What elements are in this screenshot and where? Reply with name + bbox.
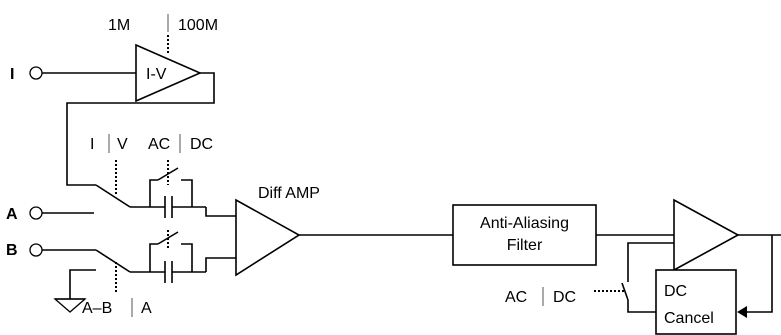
bypass-lower-left <box>149 243 158 272</box>
input-i-terminal <box>29 66 43 80</box>
bypass-switch-upper <box>157 167 179 181</box>
bypass-upper-left <box>149 179 158 207</box>
ground-triangle <box>53 298 87 313</box>
diff-amp: Diff AMP <box>235 185 320 277</box>
wire-upper-to-diff-amp <box>205 207 236 217</box>
input-b: B <box>6 242 43 259</box>
input-select-v: V <box>117 136 128 153</box>
iv-amplifier-triangle <box>135 43 202 103</box>
dc-cancel: DC Cancel <box>655 269 737 335</box>
switch-mode-select <box>95 249 131 273</box>
filter-label-line2: Filter <box>507 237 543 254</box>
wire-output-feedback <box>746 235 773 313</box>
input-i: I <box>10 66 43 83</box>
input-select: I V <box>90 134 128 194</box>
coupling-upper <box>130 167 206 218</box>
coupling-select: AC DC <box>148 134 213 250</box>
input-select-i: I <box>90 136 94 153</box>
input-b-terminal <box>29 243 43 257</box>
iv-label: I-V <box>146 66 167 83</box>
coupling-lower <box>130 231 206 283</box>
output-amp <box>673 198 740 272</box>
input-a: A <box>6 206 43 223</box>
input-i-label: I <box>10 66 14 83</box>
bypass-upper-right <box>181 179 193 207</box>
mode-select-a-minus-b: A–B <box>82 300 112 317</box>
wire-to-ground <box>69 269 96 299</box>
dc-cancel-label-line1: DC <box>664 283 687 300</box>
iv-converter: I-V <box>135 43 202 103</box>
wire-dc-cancel-out <box>627 300 656 313</box>
gain-select: 1M 100M <box>108 14 218 53</box>
gain-high-label: 100M <box>178 17 218 34</box>
output-amp-triangle <box>673 198 740 272</box>
dc-cancel-select-dc: DC <box>553 289 576 306</box>
filter-label-line1: Anti-Aliasing <box>480 215 569 232</box>
diff-amp-triangle <box>235 198 301 277</box>
wire-iv-to-switch <box>66 72 215 186</box>
feedback-arrow-icon <box>737 306 747 318</box>
bypass-lower-right <box>181 243 193 272</box>
dc-cancel-box <box>655 269 737 335</box>
dc-cancel-switch <box>621 282 629 301</box>
ground-icon <box>53 269 96 313</box>
mode-select: A–B A <box>82 262 152 317</box>
dc-cancel-label-line2: Cancel <box>664 310 714 327</box>
coupling-dc: DC <box>190 136 213 153</box>
bypass-switch-lower <box>157 231 179 245</box>
input-a-label: A <box>6 206 18 223</box>
input-b-label: B <box>6 242 18 259</box>
filter-box <box>452 204 597 266</box>
switch-input-select-upper <box>95 184 131 208</box>
dc-cancel-select: AC DC <box>505 287 624 306</box>
dc-cancel-select-ac: AC <box>505 289 527 306</box>
mode-select-a: A <box>141 300 152 317</box>
diff-amp-label: Diff AMP <box>258 185 320 202</box>
input-a-terminal <box>29 206 43 220</box>
wire-lower-to-diff-amp <box>205 257 236 272</box>
wire-dc-cancel-to-amp <box>627 242 674 282</box>
gain-low-label: 1M <box>108 17 130 34</box>
anti-aliasing-filter: Anti-Aliasing Filter <box>452 204 597 266</box>
coupling-ac: AC <box>148 136 170 153</box>
